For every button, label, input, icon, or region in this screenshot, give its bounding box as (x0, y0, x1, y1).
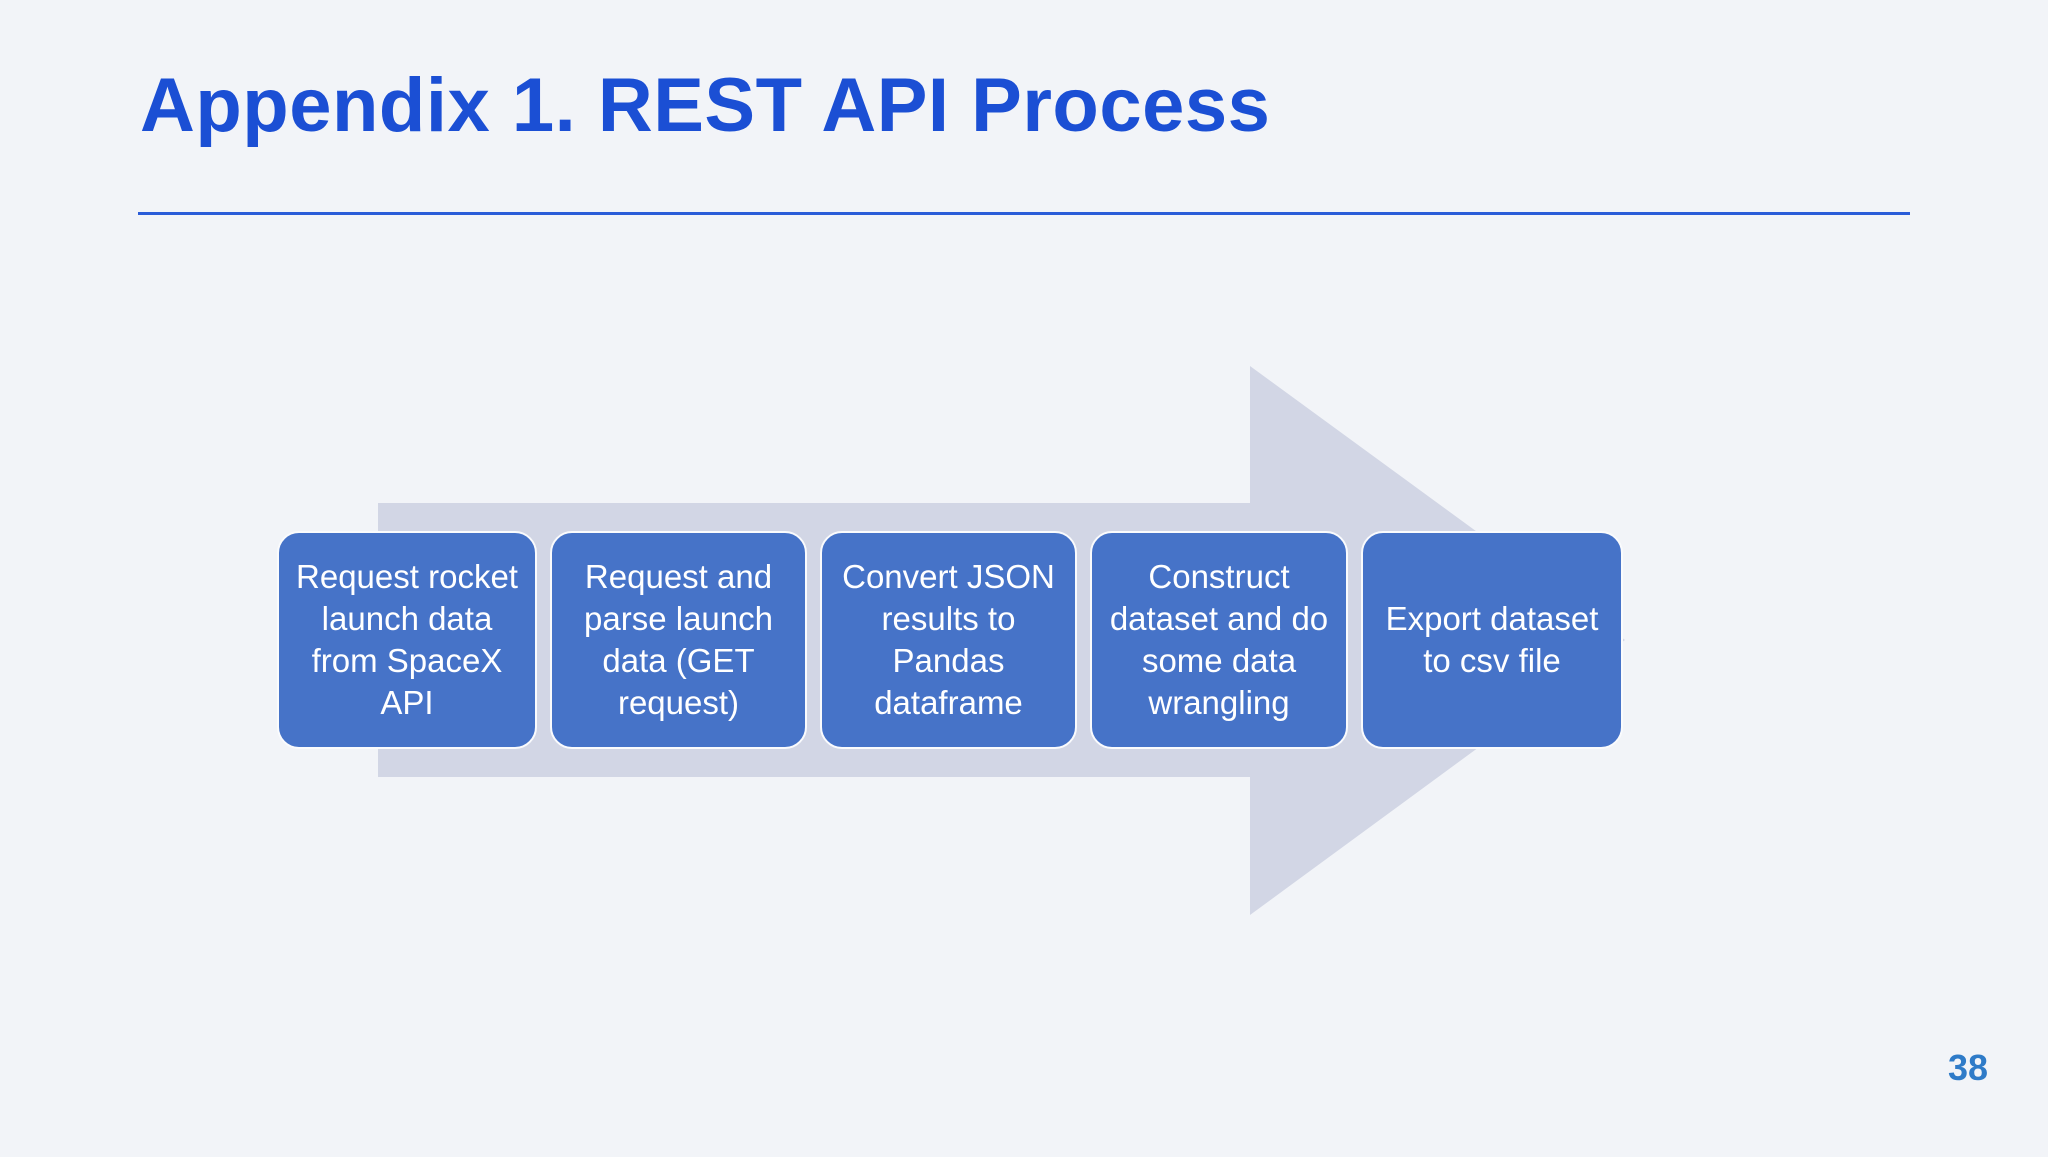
process-step-1[interactable]: Request rocket launch data from SpaceX A… (277, 531, 537, 749)
process-step-1-label: Request rocket launch data from SpaceX A… (296, 557, 518, 722)
title-underline-rule (138, 212, 1910, 215)
process-step-2-label: Request and parse launch data (GET reque… (584, 557, 773, 722)
process-step-3[interactable]: Convert JSON results to Pandas dataframe (820, 531, 1077, 749)
slide-page-number: 38 (1947, 1047, 1988, 1088)
process-step-5-label: Export dataset to csv file (1385, 599, 1599, 679)
process-step-list: Request rocket launch data from SpaceX A… (277, 531, 1623, 749)
process-step-4-label: Construct dataset and do some data wrang… (1109, 557, 1329, 722)
process-step-4[interactable]: Construct dataset and do some data wrang… (1090, 531, 1348, 749)
process-step-2[interactable]: Request and parse launch data (GET reque… (550, 531, 807, 749)
process-step-5[interactable]: Export dataset to csv file (1361, 531, 1623, 749)
process-step-3-label: Convert JSON results to Pandas dataframe (842, 557, 1055, 722)
page-title: Appendix 1. REST API Process (140, 63, 1271, 148)
